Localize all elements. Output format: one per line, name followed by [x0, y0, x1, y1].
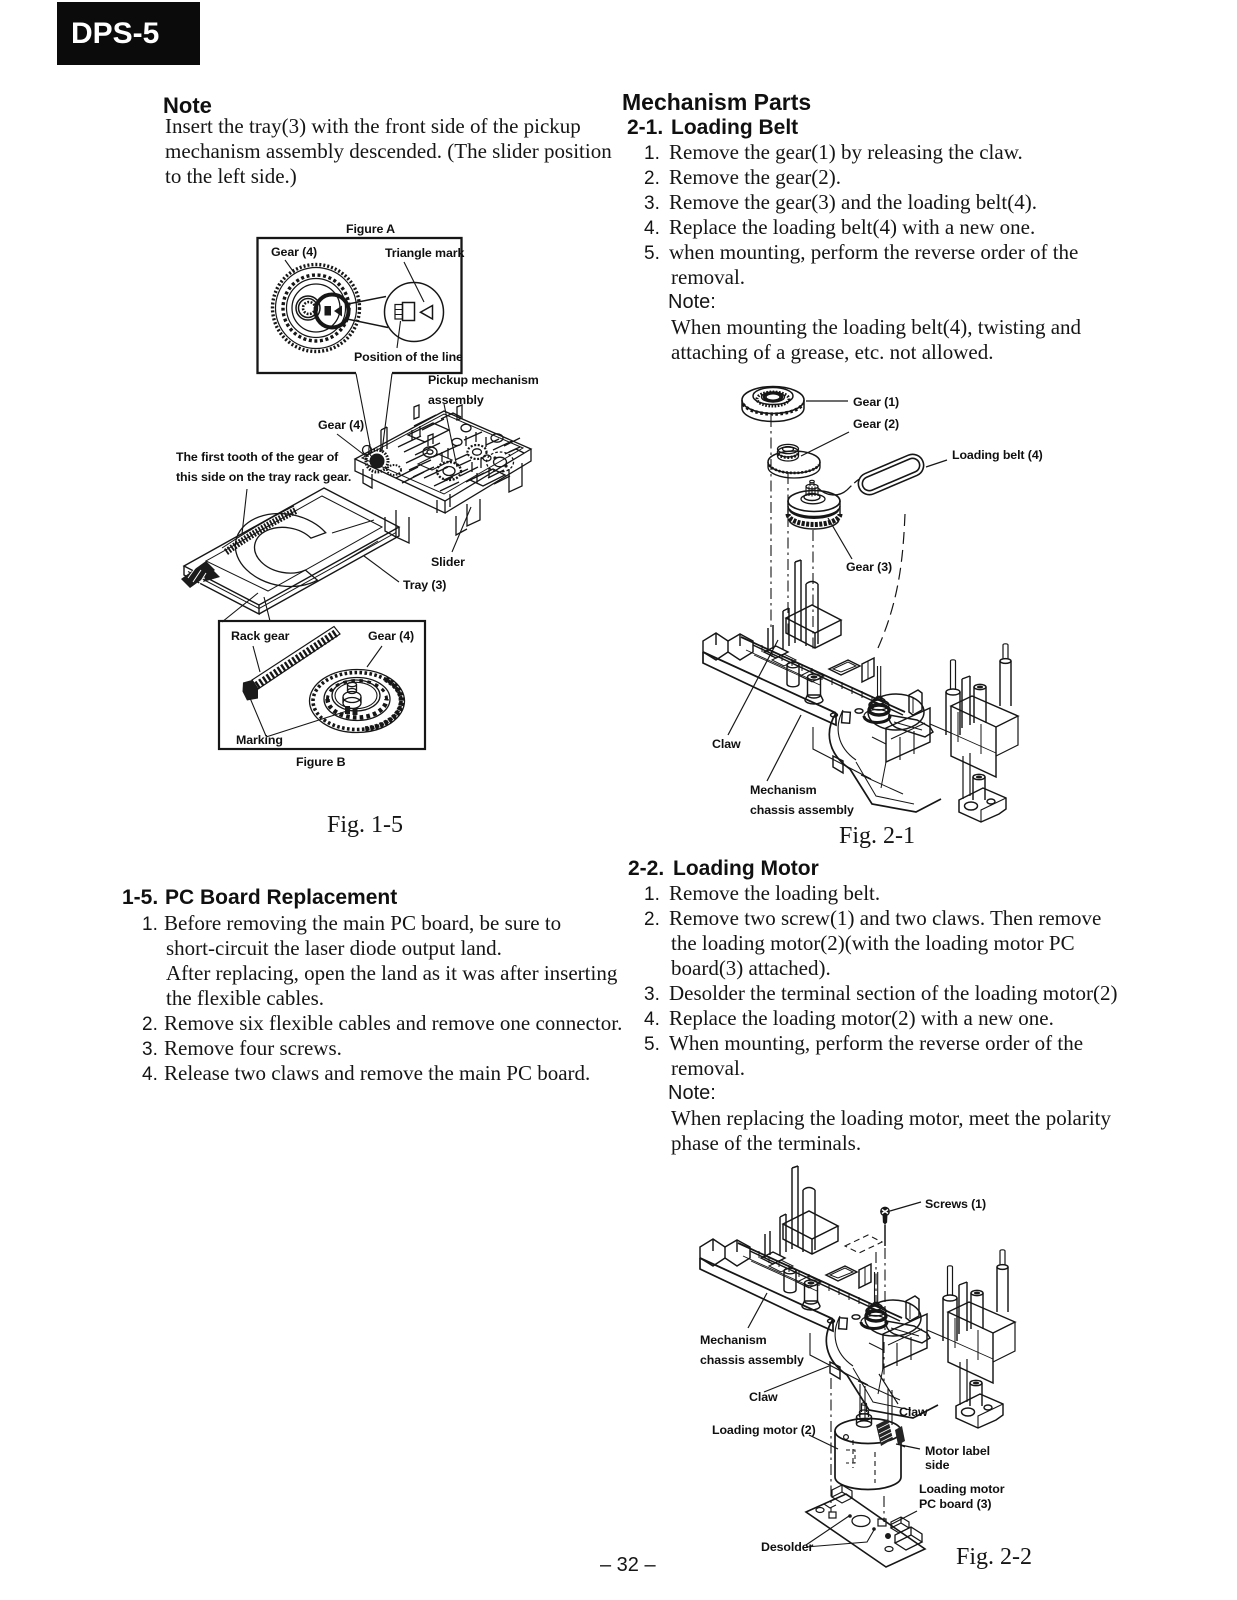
svg-text:this side on the tray rack gea: this side on the tray rack gear. [176, 470, 351, 484]
svg-text:Loading belt (4): Loading belt (4) [952, 448, 1043, 462]
svg-text:Rack gear: Rack gear [231, 629, 290, 643]
svg-text:Screws (1): Screws (1) [925, 1197, 986, 1211]
svg-text:chassis assembly: chassis assembly [750, 803, 854, 817]
svg-text:Gear (1): Gear (1) [853, 395, 899, 409]
svg-text:Claw: Claw [899, 1405, 928, 1419]
svg-text:Gear (4): Gear (4) [271, 245, 317, 259]
svg-text:Claw: Claw [749, 1390, 778, 1404]
svg-text:Triangle mark: Triangle mark [385, 246, 464, 260]
svg-text:assembly: assembly [428, 393, 484, 407]
svg-text:Gear (2): Gear (2) [853, 417, 899, 431]
svg-text:Motor label: Motor label [925, 1444, 990, 1458]
svg-text:PC board (3): PC board (3) [919, 1497, 991, 1511]
svg-text:Desolder: Desolder [761, 1540, 814, 1554]
svg-text:chassis assembly: chassis assembly [700, 1353, 804, 1367]
svg-text:The first tooth of the gear of: The first tooth of the gear of [176, 450, 339, 464]
svg-text:Claw: Claw [712, 737, 741, 751]
svg-text:Slider: Slider [431, 555, 465, 569]
svg-text:Position of the line: Position of the line [354, 350, 463, 364]
svg-text:side: side [925, 1458, 950, 1472]
svg-text:Mechanism: Mechanism [700, 1333, 767, 1347]
svg-text:Gear (4): Gear (4) [318, 418, 364, 432]
svg-text:Figure A: Figure A [346, 222, 395, 236]
svg-text:Gear (3): Gear (3) [846, 560, 892, 574]
svg-text:Figure B: Figure B [296, 755, 346, 769]
svg-text:Tray (3): Tray (3) [403, 578, 446, 592]
svg-text:Loading motor: Loading motor [919, 1482, 1005, 1496]
svg-text:Mechanism: Mechanism [750, 783, 817, 797]
svg-text:Marking: Marking [236, 733, 283, 747]
svg-text:Gear (4): Gear (4) [368, 629, 414, 643]
svg-text:Loading motor (2): Loading motor (2) [712, 1423, 816, 1437]
svg-text:Pickup mechanism: Pickup mechanism [428, 373, 539, 387]
